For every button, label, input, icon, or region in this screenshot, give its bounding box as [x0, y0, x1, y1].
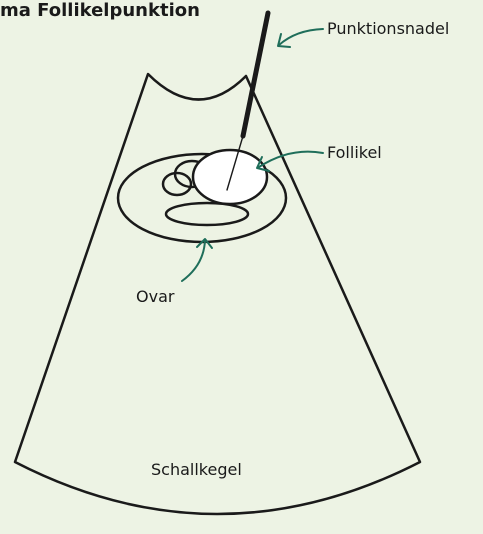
label-follikel: Follikel [327, 143, 382, 162]
label-schallkegel: Schallkegel [151, 460, 242, 479]
diagram-title: ma Follikelpunktion [0, 0, 200, 21]
label-punktionsnadel: Punktionsnadel [327, 19, 449, 38]
label-ovar: Ovar [136, 287, 175, 306]
follicle-main [193, 150, 267, 204]
